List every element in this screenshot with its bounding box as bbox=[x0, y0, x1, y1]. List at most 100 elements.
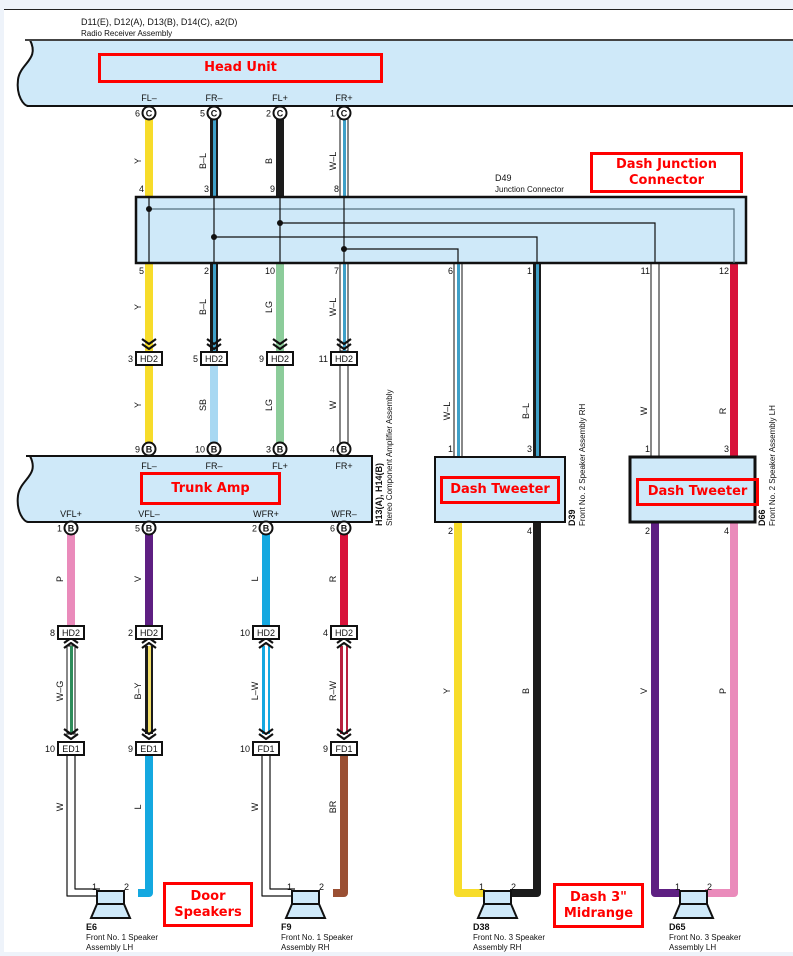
hd2-upper-wire-1 bbox=[210, 358, 218, 443]
hd2-lower-1-number: 2 bbox=[128, 628, 133, 638]
junction-lower-wire-label-3: W–L bbox=[328, 298, 338, 317]
amp-output-wire-label-2: L bbox=[250, 576, 260, 581]
amp-input-pin-1-letter: B bbox=[211, 445, 218, 455]
tweeter-0-out-wire-label-0: Y bbox=[442, 688, 452, 694]
hd2-upper-wire-label-2: LG bbox=[264, 399, 274, 411]
junction-lower-wire-label-0: Y bbox=[133, 304, 143, 310]
head-unit-wire-0 bbox=[145, 119, 153, 197]
junction-body bbox=[134, 195, 748, 265]
hd2-lower-wire-1-stripe bbox=[148, 646, 151, 734]
hd2-upper-2-number: 9 bbox=[259, 354, 264, 364]
junction-bottom-pin-3: 7 bbox=[334, 266, 339, 276]
amp-input-pin-0-circle bbox=[141, 441, 157, 457]
junction-right-wire-label-0: W–L bbox=[442, 402, 452, 421]
amp-input-pin-1-circle bbox=[206, 441, 222, 457]
door-wire-label-0: W bbox=[55, 802, 65, 811]
hd2-lower-2-box bbox=[252, 625, 280, 640]
tweeter-0-name: Front No. 2 Speaker Assembly RH bbox=[578, 404, 587, 526]
wires-layer bbox=[63, 118, 738, 897]
hd2-upper-1-chevron bbox=[206, 338, 222, 346]
amp-input-pin-0-letter: B bbox=[146, 445, 153, 455]
wiring-diagram: D11(E), D12(A), D13(B), D14(C), a2(D)Rad… bbox=[16, 17, 793, 952]
hd2-upper-wire-2 bbox=[276, 358, 284, 443]
amp-output-pin-1-circle bbox=[141, 520, 157, 536]
amp-output-pin-3-letter: B bbox=[341, 524, 348, 534]
amp-input-pin-3-letter: B bbox=[341, 445, 348, 455]
amp-output-wire-2 bbox=[262, 534, 270, 626]
door-connector-2-number: 10 bbox=[240, 744, 250, 754]
head-unit-name: Radio Receiver Assembly bbox=[81, 29, 172, 38]
junction-top-pin-1: 3 bbox=[204, 184, 209, 194]
junction-top-pin-2: 9 bbox=[270, 184, 275, 194]
junction-route-3 bbox=[344, 248, 459, 263]
tweeter-1-bottom-pin-1: 4 bbox=[724, 526, 729, 536]
tweeter-0-bottom-pin-1: 4 bbox=[527, 526, 532, 536]
speaker-0-code: E6 bbox=[86, 922, 97, 932]
tweeter-0-top-pin-0: 1 bbox=[448, 444, 453, 454]
head-unit-pin-0-circle bbox=[141, 105, 157, 121]
junction-right-wire-label-3: R bbox=[718, 407, 728, 414]
junction-bottom-pin-2: 10 bbox=[265, 266, 275, 276]
junction-bottom-pin-0: 5 bbox=[139, 266, 144, 276]
amp-output-pin-3-circle bbox=[336, 520, 352, 536]
speaker-1-cone bbox=[284, 903, 327, 919]
speaker-1-code: F9 bbox=[281, 922, 292, 932]
tweeter-1-out-wire-label-1: P bbox=[718, 688, 728, 694]
speaker-0-pin-1: 1 bbox=[92, 882, 97, 892]
junction-right-wire-1-stripe bbox=[536, 263, 539, 457]
hd2-upper-1-number: 5 bbox=[193, 354, 198, 364]
head-unit-annotation: Head Unit bbox=[98, 53, 383, 83]
hd2-lower-wire-label-2: L–W bbox=[250, 681, 260, 700]
tweeter-0-out-wire-0 bbox=[454, 522, 485, 897]
amp-output-wire-3 bbox=[340, 534, 348, 626]
amp-input-signal-3: FR+ bbox=[335, 461, 352, 471]
hd2-upper-0-chevron bbox=[141, 338, 157, 346]
amp-output-signal-0: VFL+ bbox=[60, 509, 82, 519]
door-connector-3-box bbox=[330, 741, 358, 756]
door-wire-label-1: L bbox=[133, 804, 143, 809]
door-wire-3 bbox=[333, 754, 348, 897]
speaker-2-desc-2: Assembly RH bbox=[473, 943, 522, 952]
door-wire-inner-2 bbox=[269, 754, 295, 890]
head-unit-left-edge bbox=[16, 39, 34, 107]
amp-input-signal-0: FL– bbox=[141, 461, 157, 471]
speaker-2-magnet bbox=[483, 890, 512, 905]
junction-lower-wire-label-2: LG bbox=[264, 301, 274, 313]
amp-input-pin-3-number: 4 bbox=[330, 445, 335, 455]
head-unit-wire-label-0: Y bbox=[133, 158, 143, 164]
junction-right-wire-label-2: W bbox=[639, 406, 649, 415]
text-layer: D11(E), D12(A), D13(B), D14(C), a2(D)Rad… bbox=[45, 17, 777, 952]
tweeter-1-code: D66 bbox=[757, 509, 767, 526]
speaker-3-pin-2: 2 bbox=[707, 882, 712, 892]
door-connector-2-box bbox=[252, 741, 280, 756]
hd2-upper-wire-label-0: Y bbox=[133, 402, 143, 408]
amp-output-wire-1 bbox=[145, 534, 153, 626]
head-unit-pin-3-letter: C bbox=[341, 109, 348, 119]
head-unit-wire-2 bbox=[276, 119, 284, 197]
head-unit-signal-3: FR+ bbox=[335, 93, 352, 103]
hd2-lower-top-0-chevron bbox=[63, 641, 79, 649]
junction-top-pin-0: 4 bbox=[139, 184, 144, 194]
amp-output-signal-3: WFR– bbox=[331, 509, 357, 519]
amp-input-pin-2-letter: B bbox=[277, 445, 284, 455]
hd2-upper-3-chevron bbox=[336, 338, 352, 346]
tweeter-0-bottom-pin-0: 2 bbox=[448, 526, 453, 536]
hd2-lower-3-label: HD2 bbox=[335, 628, 353, 638]
amp-input-signal-1: FR– bbox=[205, 461, 222, 471]
head-unit-pin-0-letter: C bbox=[146, 109, 153, 119]
hd2-upper-wire-0 bbox=[145, 358, 153, 443]
hd2-lower-2-label: HD2 bbox=[257, 628, 275, 638]
hd2-lower-top-2-chevron bbox=[258, 641, 274, 649]
door-wire-outer-2 bbox=[261, 754, 295, 897]
amp-output-pin-2-number: 2 bbox=[252, 524, 257, 534]
speaker-0-desc-1: Front No. 1 Speaker bbox=[86, 933, 158, 942]
junction-right-wire-3 bbox=[730, 263, 738, 457]
junction-lower-wire-1-stripe bbox=[213, 263, 216, 351]
hd2-lower-3-box bbox=[330, 625, 358, 640]
speaker-0-magnet bbox=[96, 890, 125, 905]
amp-output-wire-label-1: V bbox=[133, 576, 143, 582]
door-connector-3-number: 9 bbox=[323, 744, 328, 754]
junction-code: D49 bbox=[495, 173, 512, 183]
speaker-1-pin-2: 2 bbox=[319, 882, 324, 892]
tweeter-1-top-pin-0: 1 bbox=[645, 444, 650, 454]
